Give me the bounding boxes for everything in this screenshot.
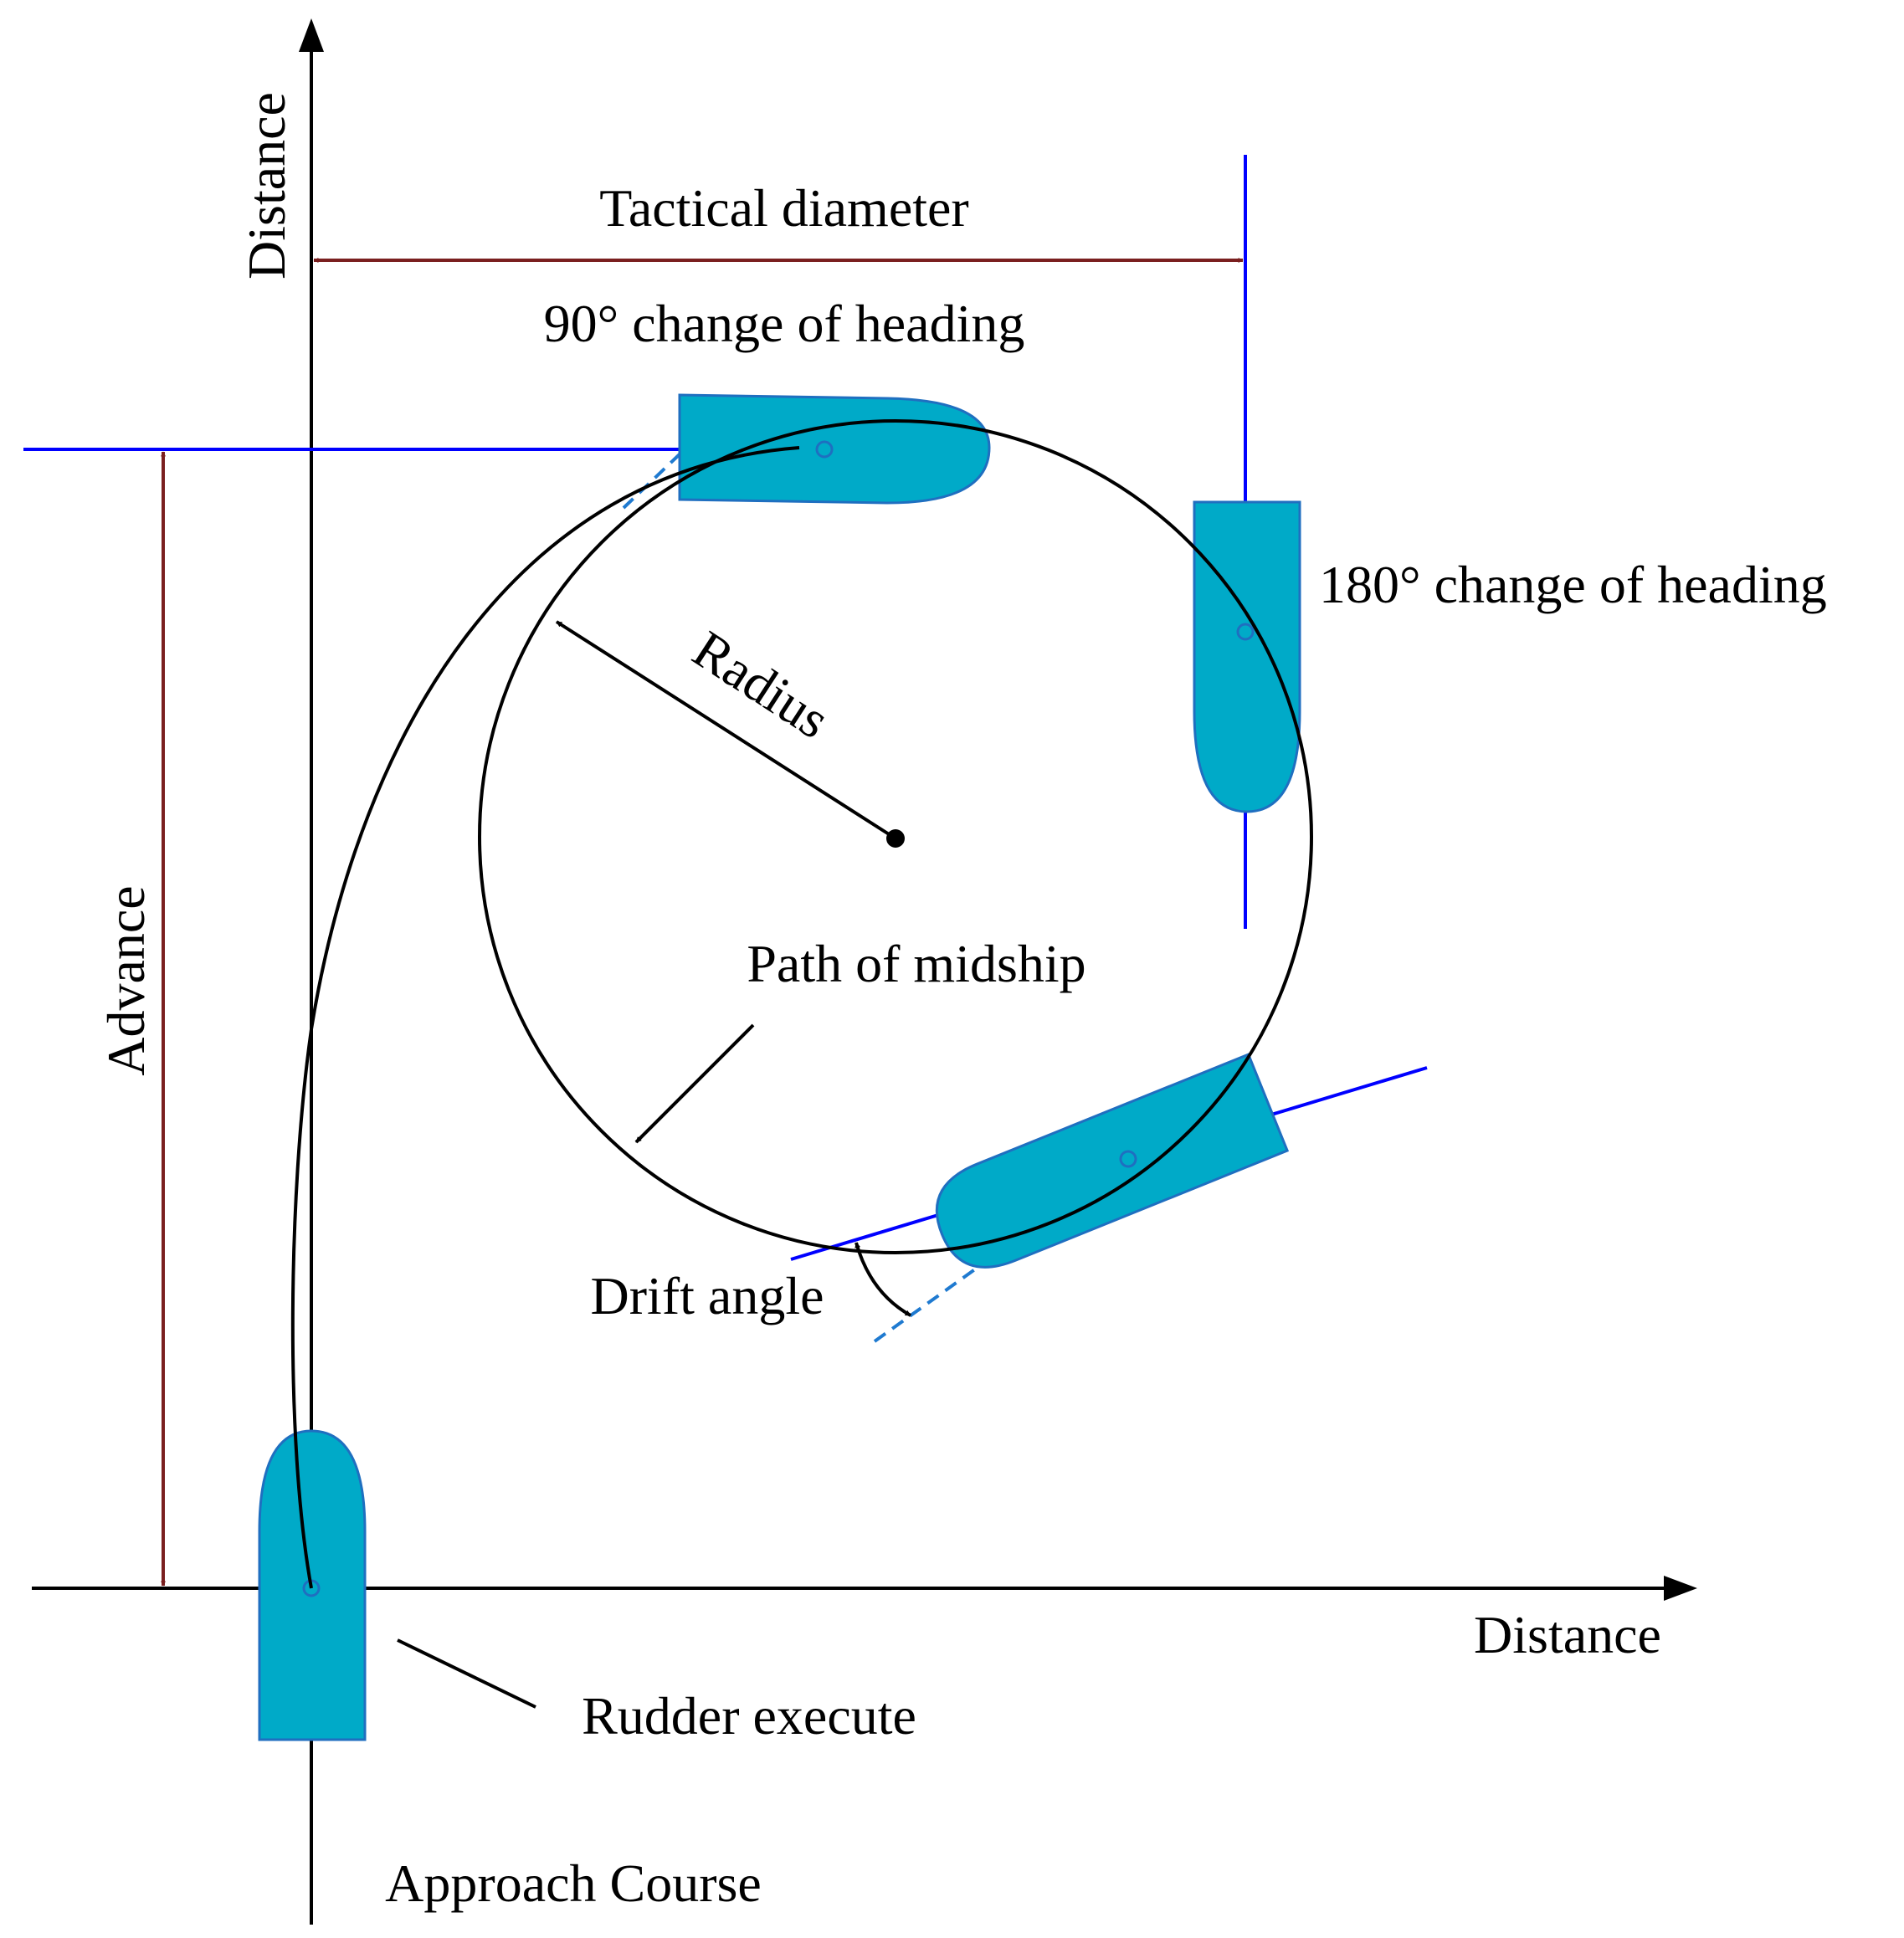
approach-course-label: Approach Course — [385, 1853, 762, 1913]
approach-turn-path — [290, 446, 800, 1589]
radius-label: Radius — [683, 619, 840, 750]
radius-arrow — [555, 620, 897, 840]
drift-angle-label: Drift angle — [591, 1266, 824, 1325]
ship-180-heading — [1193, 500, 1301, 813]
rudder-execute-pointer — [397, 1638, 536, 1709]
ship-drift — [935, 1053, 1290, 1269]
heading-90-label: 90° change of heading — [544, 294, 1025, 353]
tangent-dashed-line-top — [622, 450, 684, 510]
tactical-diameter-label: Tactical diameter — [599, 178, 968, 238]
heading-180-label: 180° change of heading — [1319, 555, 1827, 614]
path-of-midship-arrow — [634, 1023, 755, 1144]
rudder-execute-label: Rudder execute — [582, 1686, 916, 1746]
advance-label: Advance — [96, 885, 156, 1075]
y-axis-label: Distance — [237, 92, 296, 279]
drift-angle-arc — [854, 1242, 911, 1317]
y-axis-arrowhead — [299, 18, 324, 52]
path-of-midship-label: Path of midship — [747, 934, 1085, 993]
x-axis-label: Distance — [1474, 1605, 1661, 1664]
x-axis-arrowhead — [1664, 1576, 1697, 1601]
ship-90-heading — [678, 393, 991, 505]
